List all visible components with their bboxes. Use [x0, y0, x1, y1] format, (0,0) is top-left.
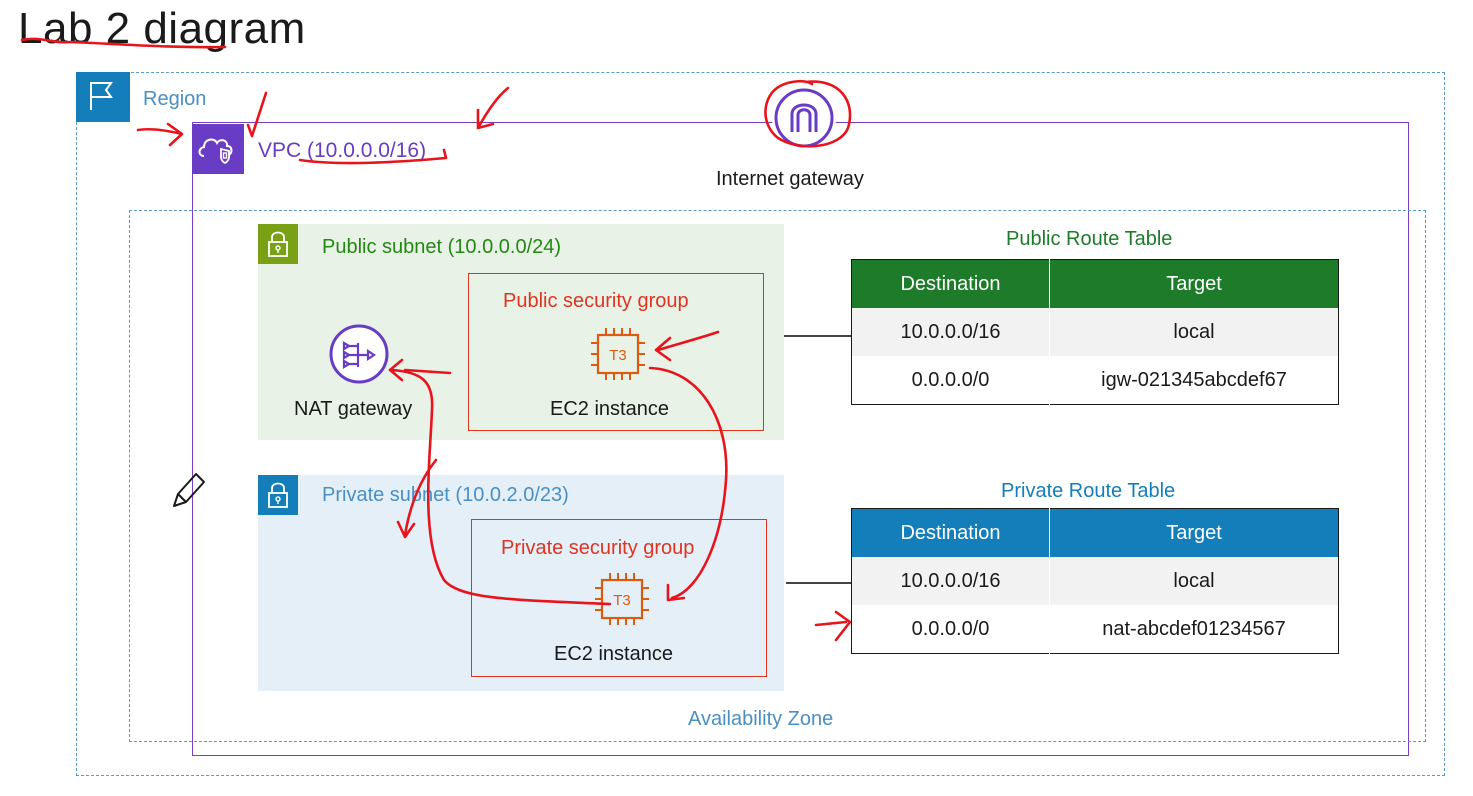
- private-security-group-label: Private security group: [501, 537, 695, 559]
- public-subnet-label: Public subnet (10.0.0.0/24): [322, 236, 562, 258]
- nat-gateway-icon: [329, 324, 389, 384]
- page-title: Lab 2 diagram: [18, 4, 306, 53]
- ec2-instance-icon: T3: [591, 328, 645, 380]
- ec2-instance-icon: T3: [595, 573, 649, 625]
- destination-cell: 0.0.0.0/0: [851, 356, 1050, 405]
- private-subnet-label: Private subnet (10.0.2.0/23): [322, 484, 569, 506]
- destination-cell: 0.0.0.0/0: [851, 605, 1050, 654]
- public-route-table: Destination Target 10.0.0.0/16 local 0.0…: [851, 259, 1339, 405]
- availability-zone-boundary: [129, 210, 1426, 742]
- flag-icon: [76, 72, 130, 122]
- vpc-label: VPC (10.0.0.0/16): [258, 139, 427, 162]
- table-row: 0.0.0.0/0 igw-021345abcdef67: [851, 356, 1339, 405]
- private-route-table: Destination Target 10.0.0.0/16 local 0.0…: [851, 508, 1339, 654]
- internet-gateway-label: Internet gateway: [716, 168, 864, 190]
- lock-icon: [258, 475, 298, 515]
- ec2-chip-text: T3: [609, 347, 627, 364]
- lock-icon: [258, 224, 298, 264]
- nat-gateway-label: NAT gateway: [294, 398, 413, 420]
- destination-cell: 10.0.0.0/16: [851, 308, 1050, 356]
- private-route-table-title: Private Route Table: [1001, 480, 1176, 502]
- ec2-chip-text: T3: [613, 592, 631, 609]
- private-route-connector: [786, 582, 851, 584]
- public-route-connector: [784, 335, 851, 337]
- target-cell: local: [1049, 308, 1339, 356]
- region-boundary: [76, 72, 1445, 776]
- private-ec2-label: EC2 instance: [554, 643, 673, 665]
- target-cell: nat-abcdef01234567: [1049, 605, 1339, 654]
- table-row: 10.0.0.0/16 local: [851, 557, 1339, 605]
- table-row: 0.0.0.0/0 nat-abcdef01234567: [851, 605, 1339, 654]
- internet-gateway-icon: [772, 86, 836, 150]
- column-header-target: Target: [1049, 508, 1339, 557]
- target-cell: local: [1049, 557, 1339, 605]
- availability-zone-label: Availability Zone: [688, 708, 834, 730]
- column-header-target: Target: [1049, 259, 1339, 308]
- public-route-table-title: Public Route Table: [1006, 228, 1173, 250]
- destination-cell: 10.0.0.0/16: [851, 557, 1050, 605]
- public-security-group-label: Public security group: [503, 290, 689, 312]
- target-cell: igw-021345abcdef67: [1049, 356, 1339, 405]
- public-ec2-label: EC2 instance: [550, 398, 669, 420]
- column-header-destination: Destination: [851, 259, 1050, 308]
- table-row: 10.0.0.0/16 local: [851, 308, 1339, 356]
- region-label: Region: [143, 88, 207, 110]
- vpc-cloud-shield-icon: [192, 124, 244, 174]
- public-security-group: [468, 273, 764, 431]
- column-header-destination: Destination: [851, 508, 1050, 557]
